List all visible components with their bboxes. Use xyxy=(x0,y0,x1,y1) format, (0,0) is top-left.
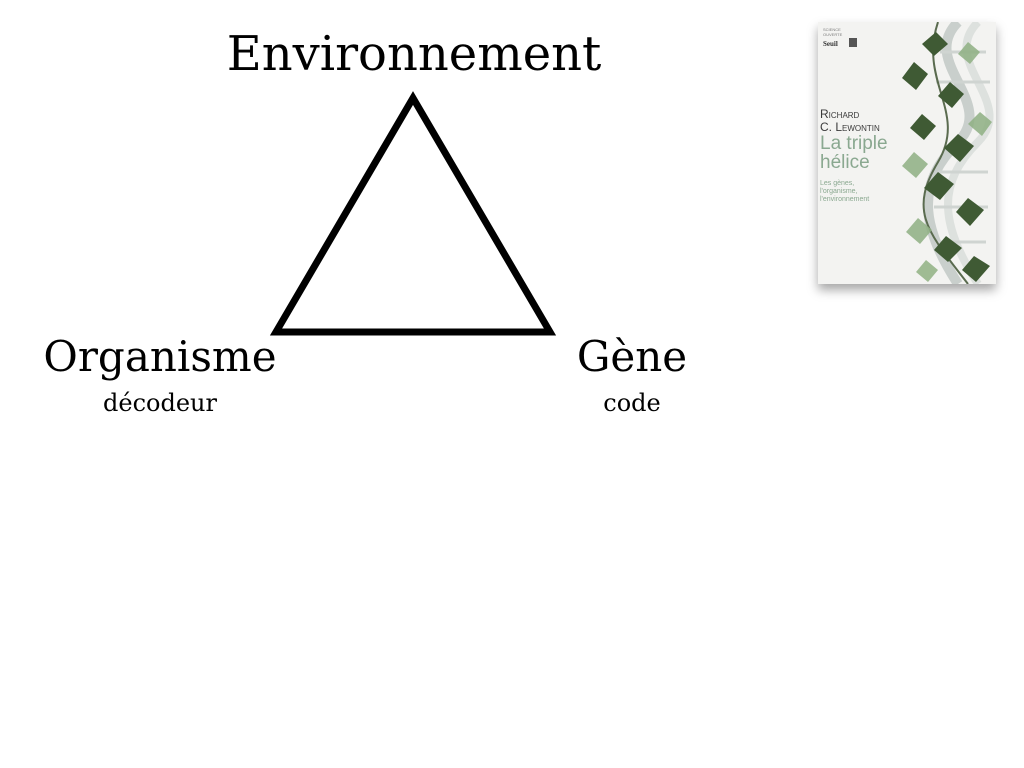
gene-label: Gène xyxy=(576,332,688,381)
triangle-shape xyxy=(269,91,557,336)
book-cover-image: Science ouverte Seuil Richard C. Lewonti… xyxy=(818,22,996,284)
book-author: Richard C. Lewontin xyxy=(820,107,880,134)
organism-sublabel: décodeur xyxy=(103,389,217,417)
book-title: La triple hélice xyxy=(820,133,888,173)
book-subtitle: Les gènes, l'organisme, l'environnement xyxy=(820,180,870,203)
publisher-logo xyxy=(849,38,857,47)
triangle-diagram xyxy=(269,91,557,336)
book-series: Science ouverte xyxy=(823,27,843,37)
ivy-helix-illustration xyxy=(902,22,994,284)
book-publisher: Seuil xyxy=(823,40,838,48)
environment-label: Environnement xyxy=(226,26,602,82)
organism-label: Organisme xyxy=(43,332,277,381)
gene-sublabel: code xyxy=(603,389,661,417)
